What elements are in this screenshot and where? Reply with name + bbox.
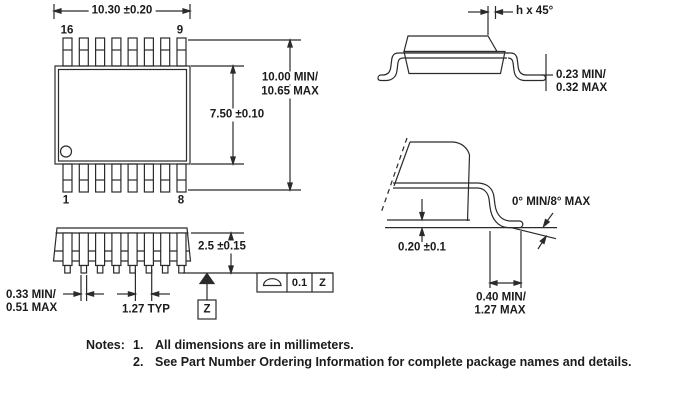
dim-body-length-label: 10.30 ±0.20 [88, 4, 156, 18]
dim-standoff-label: 0.20 ±0.1 [398, 241, 446, 254]
dim-lead-thickness-max-label: 0.32 MAX [556, 82, 608, 94]
fcf-tolerance-label: 0.1 [291, 276, 308, 289]
dim-pitch-label: 1.27 TYP [122, 303, 170, 316]
dim-chamfer-label: h x 45° [516, 5, 554, 17]
dim-height-label: 2.5 ±0.15 [195, 240, 249, 254]
dim-lead-width-min-label: 0.33 MIN/ [6, 289, 56, 301]
dim-overall-max-label: 10.65 MAX [258, 85, 322, 98]
lead-detail-view [380, 137, 557, 288]
note-1-number: 1. [133, 338, 144, 352]
datum-triangle-icon [198, 272, 216, 285]
pin-number-16: 16 [60, 24, 74, 37]
feature-control-frame [256, 272, 334, 293]
dim-foot-min-label: 0.40 MIN/ [476, 291, 526, 303]
datum-z-box [197, 299, 217, 320]
dim-overall-min-label: 10.00 MIN/ [258, 71, 322, 85]
pin-number-9: 9 [176, 24, 184, 37]
lead-bottom-surface [477, 187, 520, 229]
lead-top-surface [477, 182, 524, 229]
side-view [377, 6, 553, 91]
fcf-datum-label: Z [319, 276, 326, 289]
note-1-text: All dimensions are in millimeters. [155, 338, 354, 352]
note-2-number: 2. [133, 355, 144, 369]
note-2-text: See Part Number Ordering Information for… [155, 355, 632, 369]
dim-lead-width-max-label: 0.51 MAX [6, 302, 58, 314]
seating-plane-symbol-icon [262, 278, 282, 287]
left-gullwing-lead [377, 52, 404, 82]
dim-lead-thickness-min-label: 0.23 MIN/ [556, 69, 606, 81]
pin-number-1: 1 [62, 194, 70, 207]
pin-number-8: 8 [177, 194, 185, 207]
datum-z-label: Z [203, 303, 211, 315]
right-gullwing-lead [507, 52, 547, 82]
pin1-indicator-dot [59, 145, 73, 158]
notes-heading: Notes: [86, 338, 125, 352]
dim-foot-max-label: 1.27 MAX [474, 304, 526, 316]
front-view [52, 227, 334, 320]
dim-lead-angle-label: 0° MIN/8° MAX [512, 196, 591, 208]
dim-body-width-label: 7.50 ±0.10 [206, 108, 268, 122]
